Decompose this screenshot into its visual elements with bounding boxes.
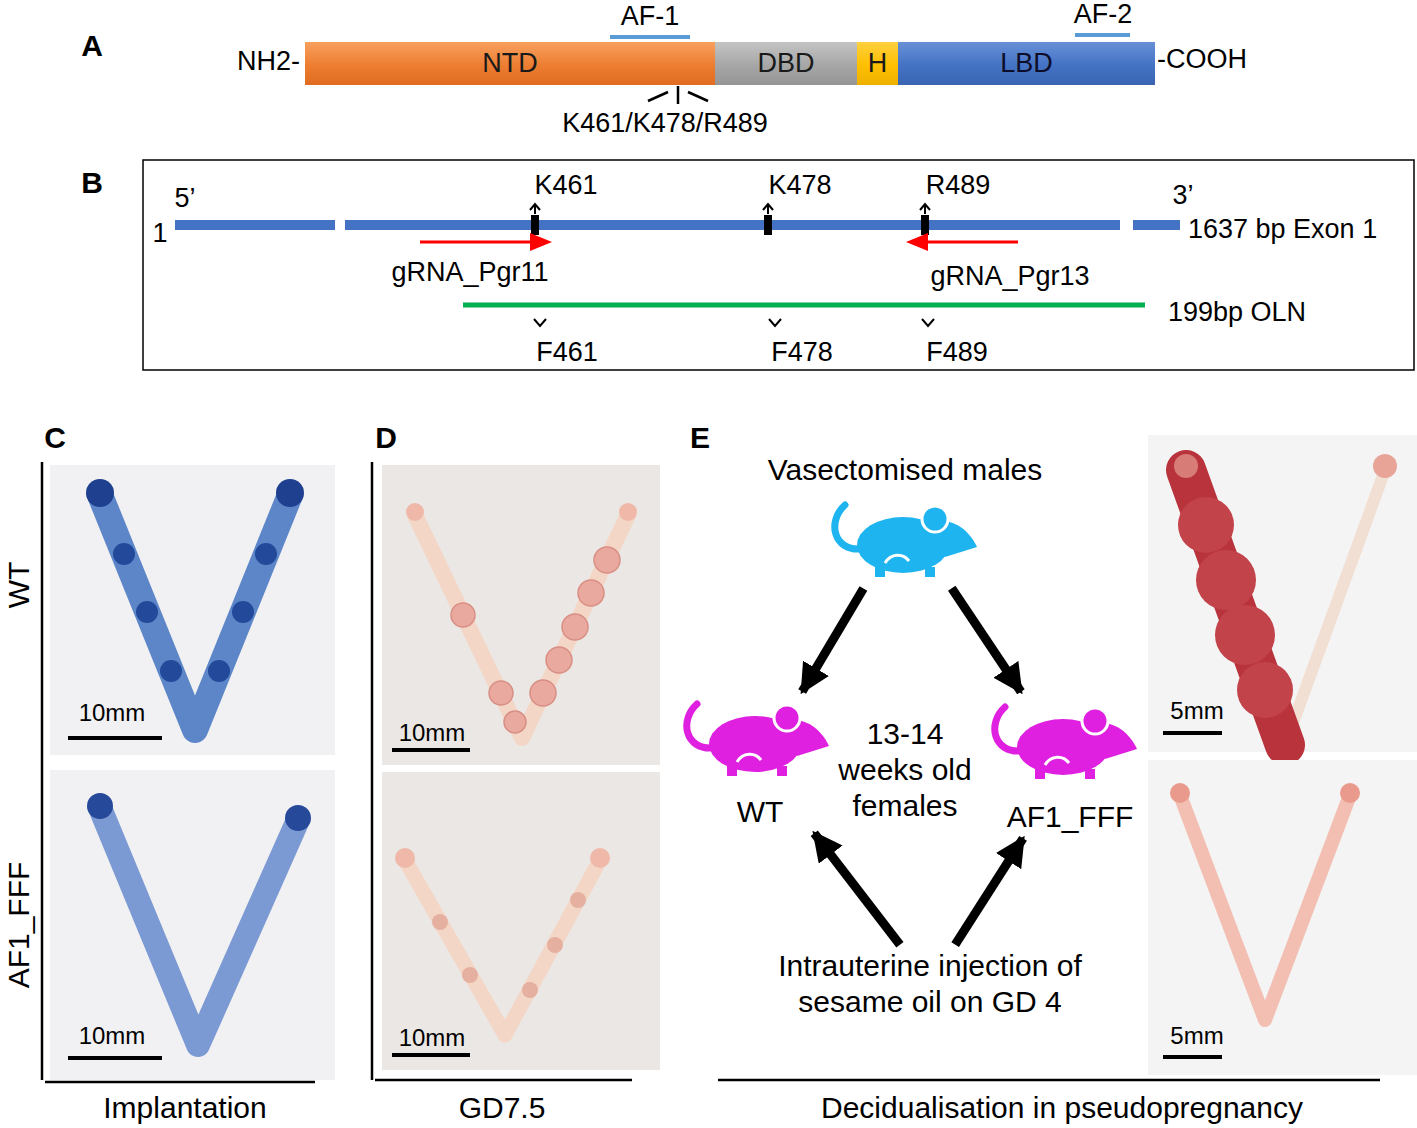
domain-box: DBD bbox=[715, 42, 857, 85]
down-chevrons bbox=[534, 319, 934, 326]
scale-label: 10mm bbox=[79, 1022, 146, 1050]
flow-arrow bbox=[952, 588, 1021, 691]
node-text: Vasectomised males bbox=[768, 452, 1043, 488]
uterus-photo bbox=[1148, 435, 1417, 1075]
node-text: H bbox=[868, 47, 888, 79]
domain-label: AF-1 bbox=[621, 1, 680, 32]
end-label: 3’ bbox=[1172, 180, 1193, 211]
panel-letter: A bbox=[81, 29, 103, 64]
scale-bar bbox=[68, 733, 1222, 1058]
terminus-label: NH2- bbox=[237, 46, 300, 77]
panel-letter: B bbox=[81, 166, 103, 201]
scale-label: 10mm bbox=[399, 719, 466, 747]
grna-label: gRNA_Pgr13 bbox=[930, 261, 1089, 292]
node-text: Intrauterine injection of sesame oil on … bbox=[735, 948, 1125, 1020]
grna-label: gRNA_Pgr11 bbox=[391, 257, 548, 288]
panel-frame bbox=[143, 160, 1414, 370]
node-text: AF1_FFF bbox=[1007, 799, 1134, 835]
grna-arrows bbox=[420, 233, 1018, 251]
flow-arrow bbox=[814, 833, 900, 945]
node-text: NTD bbox=[482, 47, 538, 79]
mutation-label: F461 bbox=[536, 337, 598, 368]
panel-letter: C bbox=[44, 421, 66, 456]
mouse-group: WT bbox=[690, 695, 830, 830]
panel-letter: E bbox=[690, 421, 710, 456]
mutation-label: F489 bbox=[926, 337, 988, 368]
flow-arrow bbox=[802, 588, 863, 691]
oligo-bar bbox=[463, 303, 1145, 308]
mouse-group: AF1_FFF bbox=[995, 695, 1145, 835]
uterus-photo bbox=[382, 465, 660, 1070]
af1-bar bbox=[610, 35, 690, 39]
scale-label: 10mm bbox=[399, 1024, 466, 1052]
node-text: DBD bbox=[757, 47, 814, 79]
panel-caption: GD7.5 bbox=[459, 1091, 546, 1126]
end-label: 5’ bbox=[174, 183, 195, 214]
mouse-group: Vasectomised males bbox=[715, 452, 1095, 585]
domain-box: H bbox=[857, 42, 898, 85]
domain-box: NTD bbox=[305, 42, 715, 85]
site-ticks bbox=[648, 86, 708, 104]
panel-letter: D bbox=[375, 421, 397, 456]
row-label: AF1_FFF bbox=[2, 862, 37, 989]
exon-label: 1637 bp Exon 1 bbox=[1188, 214, 1377, 245]
uterus-photo bbox=[50, 465, 335, 1080]
site-label: K478 bbox=[768, 170, 831, 201]
site-label: K461 bbox=[534, 170, 597, 201]
treatment-note: Intrauterine injection of sesame oil on … bbox=[735, 948, 1125, 1020]
scale-label: 5mm bbox=[1170, 697, 1223, 725]
age-note: 13-14 weeks old females bbox=[830, 716, 980, 824]
position-label: 1 bbox=[152, 218, 167, 249]
oligo-label: 199bp OLN bbox=[1168, 297, 1306, 328]
panel-caption: Decidualisation in pseudopregnancy bbox=[821, 1091, 1303, 1126]
af2-bar bbox=[1075, 33, 1130, 37]
mutation-label: F478 bbox=[771, 337, 833, 368]
panel-caption: Implantation bbox=[103, 1091, 266, 1126]
up-arrows bbox=[530, 204, 930, 214]
scale-label: 10mm bbox=[79, 699, 146, 727]
domain-box: LBD bbox=[898, 42, 1155, 85]
node-text: WT bbox=[737, 794, 784, 830]
domain-label: AF-2 bbox=[1074, 0, 1133, 31]
exon-bar bbox=[175, 220, 1180, 230]
flow-arrow bbox=[955, 838, 1023, 944]
site-label: K461/K478/R489 bbox=[562, 108, 768, 139]
terminus-label: -COOH bbox=[1157, 44, 1247, 75]
site-markers bbox=[531, 215, 929, 235]
row-label: WT bbox=[2, 562, 37, 609]
node-text: LBD bbox=[1000, 47, 1053, 79]
scale-label: 5mm bbox=[1170, 1022, 1223, 1050]
site-label: R489 bbox=[926, 170, 991, 201]
